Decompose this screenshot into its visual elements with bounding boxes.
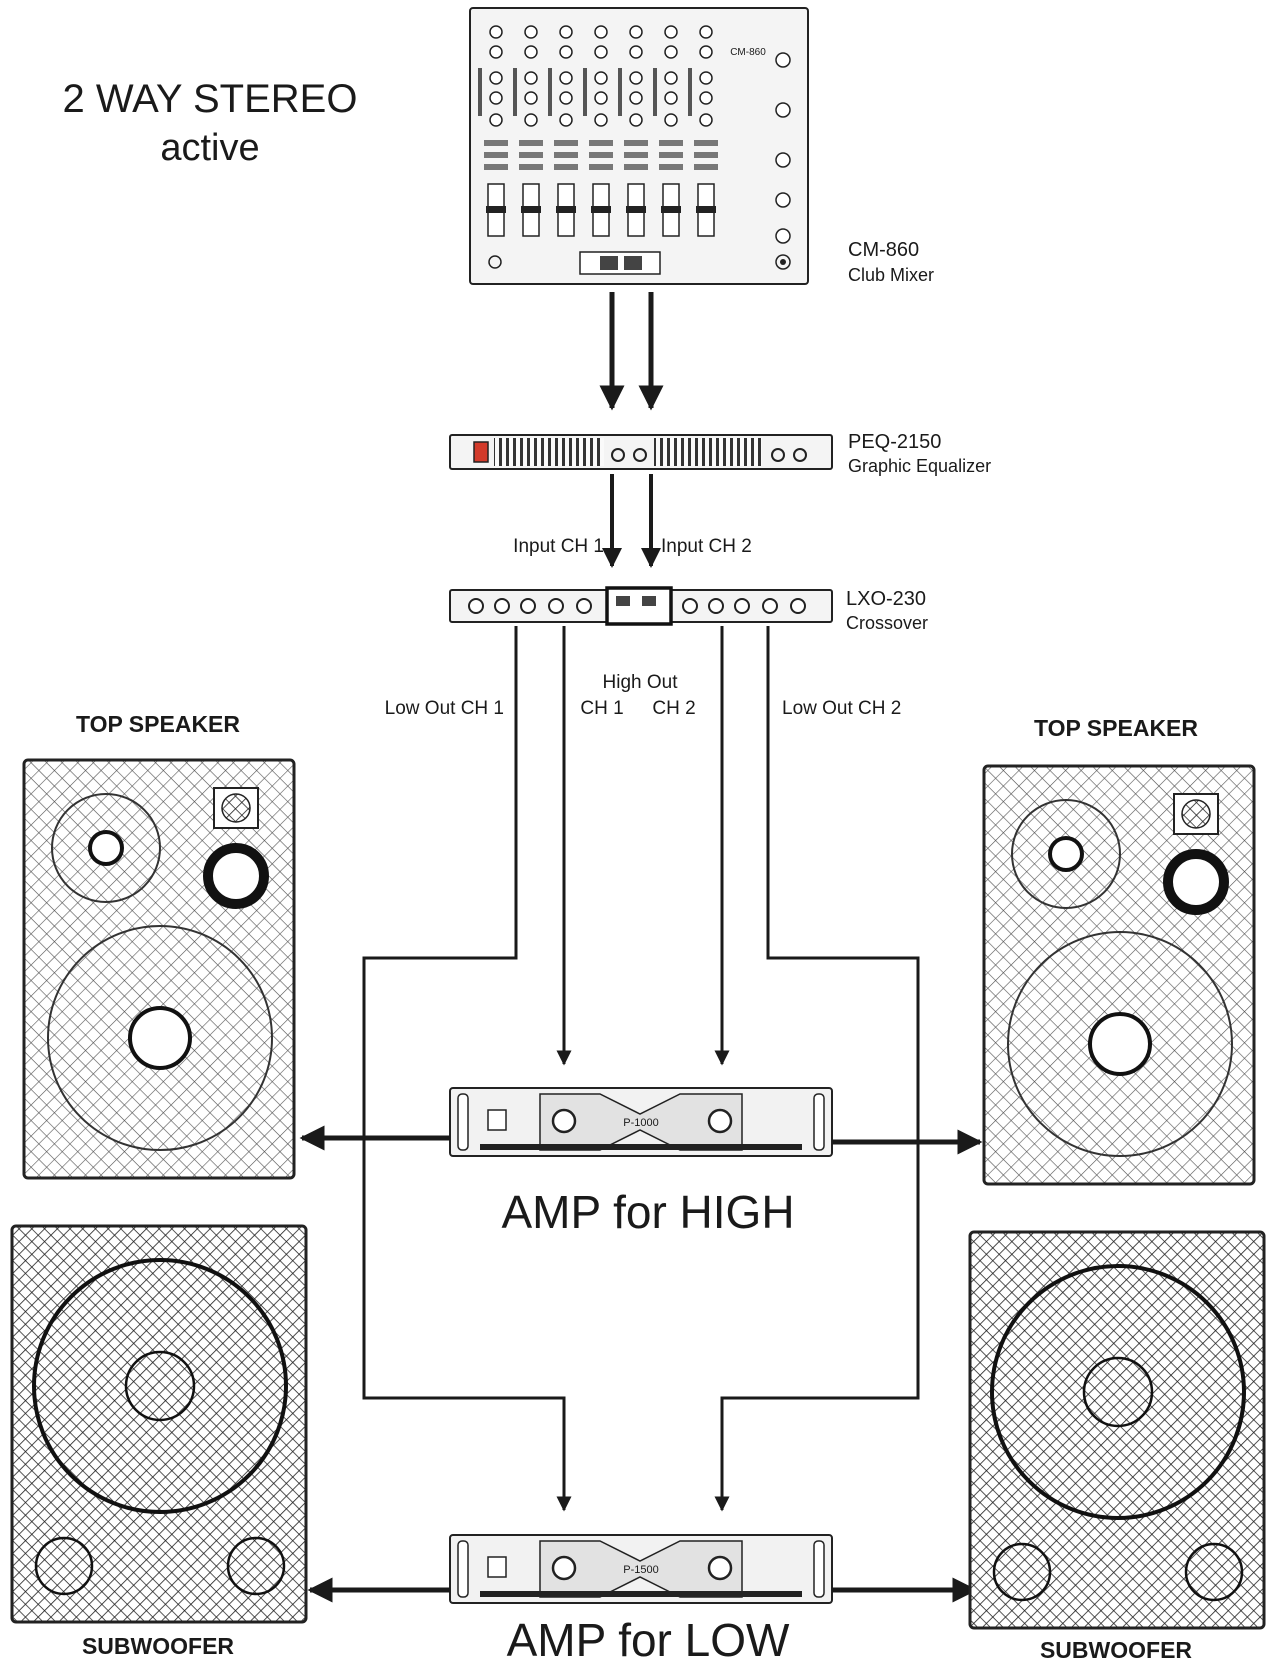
equalizer-device xyxy=(449,434,833,470)
mixer-channel-strip xyxy=(478,25,508,237)
mixer-channel-strip xyxy=(618,25,648,237)
top-speaker-left xyxy=(22,758,296,1180)
subwoofer-right xyxy=(968,1230,1266,1630)
amp-low-panel-model: P-1500 xyxy=(623,1564,658,1576)
mixer-channel-strip xyxy=(548,25,578,237)
mixer-channel-strip xyxy=(583,25,613,237)
mixer-channel-strips xyxy=(478,25,791,244)
low-out-cables xyxy=(362,626,920,1512)
high-out-ch2-label: CH 2 xyxy=(652,698,695,719)
title-line-2: active xyxy=(160,127,259,169)
high-out-cables xyxy=(556,626,730,1066)
low-out-ch1-label: Low Out CH 1 xyxy=(385,698,504,719)
amp-low-label: AMP for LOW xyxy=(507,1614,790,1666)
mixer-model-label: CM-860 xyxy=(848,239,919,261)
equalizer-model-label: PEQ-2150 xyxy=(848,431,941,453)
top-speaker-right xyxy=(982,764,1256,1186)
title-line-1: 2 WAY STEREO xyxy=(63,77,358,121)
top-speaker-right-label: TOP SPEAKER xyxy=(1034,715,1198,741)
amp-high-label: AMP for HIGH xyxy=(501,1186,794,1238)
amp-high-device: P-1000 xyxy=(449,1087,833,1157)
low-out-ch2-label: Low Out CH 2 xyxy=(782,698,901,719)
mixer-channel-strip xyxy=(653,25,683,237)
amp-low-device: P-1500 xyxy=(449,1534,833,1604)
equalizer-name-label: Graphic Equalizer xyxy=(848,456,991,476)
input-ch2-label: Input CH 2 xyxy=(661,536,752,557)
power-switch-icon xyxy=(473,441,489,463)
speaker-cables xyxy=(299,1125,983,1603)
input-ch1-label: Input CH 1 xyxy=(513,536,604,557)
amp-high-panel-model: P-1000 xyxy=(623,1117,658,1129)
mixer-channel-strip xyxy=(513,25,543,237)
crossover-device xyxy=(449,586,833,626)
subwoofer-left xyxy=(10,1224,308,1624)
mixer-channel-strip xyxy=(688,25,718,237)
crossover-model-label: LXO-230 xyxy=(846,588,926,610)
eq-to-crossover-cables xyxy=(602,474,661,568)
top-speaker-left-label: TOP SPEAKER xyxy=(76,711,240,737)
crossover-knobs xyxy=(468,598,806,614)
mixer-name-label: Club Mixer xyxy=(848,265,934,285)
mixer-to-eq-cables xyxy=(599,292,664,411)
subwoofer-right-label: SUBWOOFER xyxy=(1040,1637,1192,1663)
subwoofer-left-label: SUBWOOFER xyxy=(82,1633,234,1659)
high-out-ch1-label: CH 1 xyxy=(580,698,623,719)
mixer-device: CM-860 xyxy=(469,7,809,285)
mixer-panel-logo: CM-860 xyxy=(730,47,766,58)
high-out-label: High Out xyxy=(603,672,679,693)
crossover-name-label: Crossover xyxy=(846,613,928,633)
